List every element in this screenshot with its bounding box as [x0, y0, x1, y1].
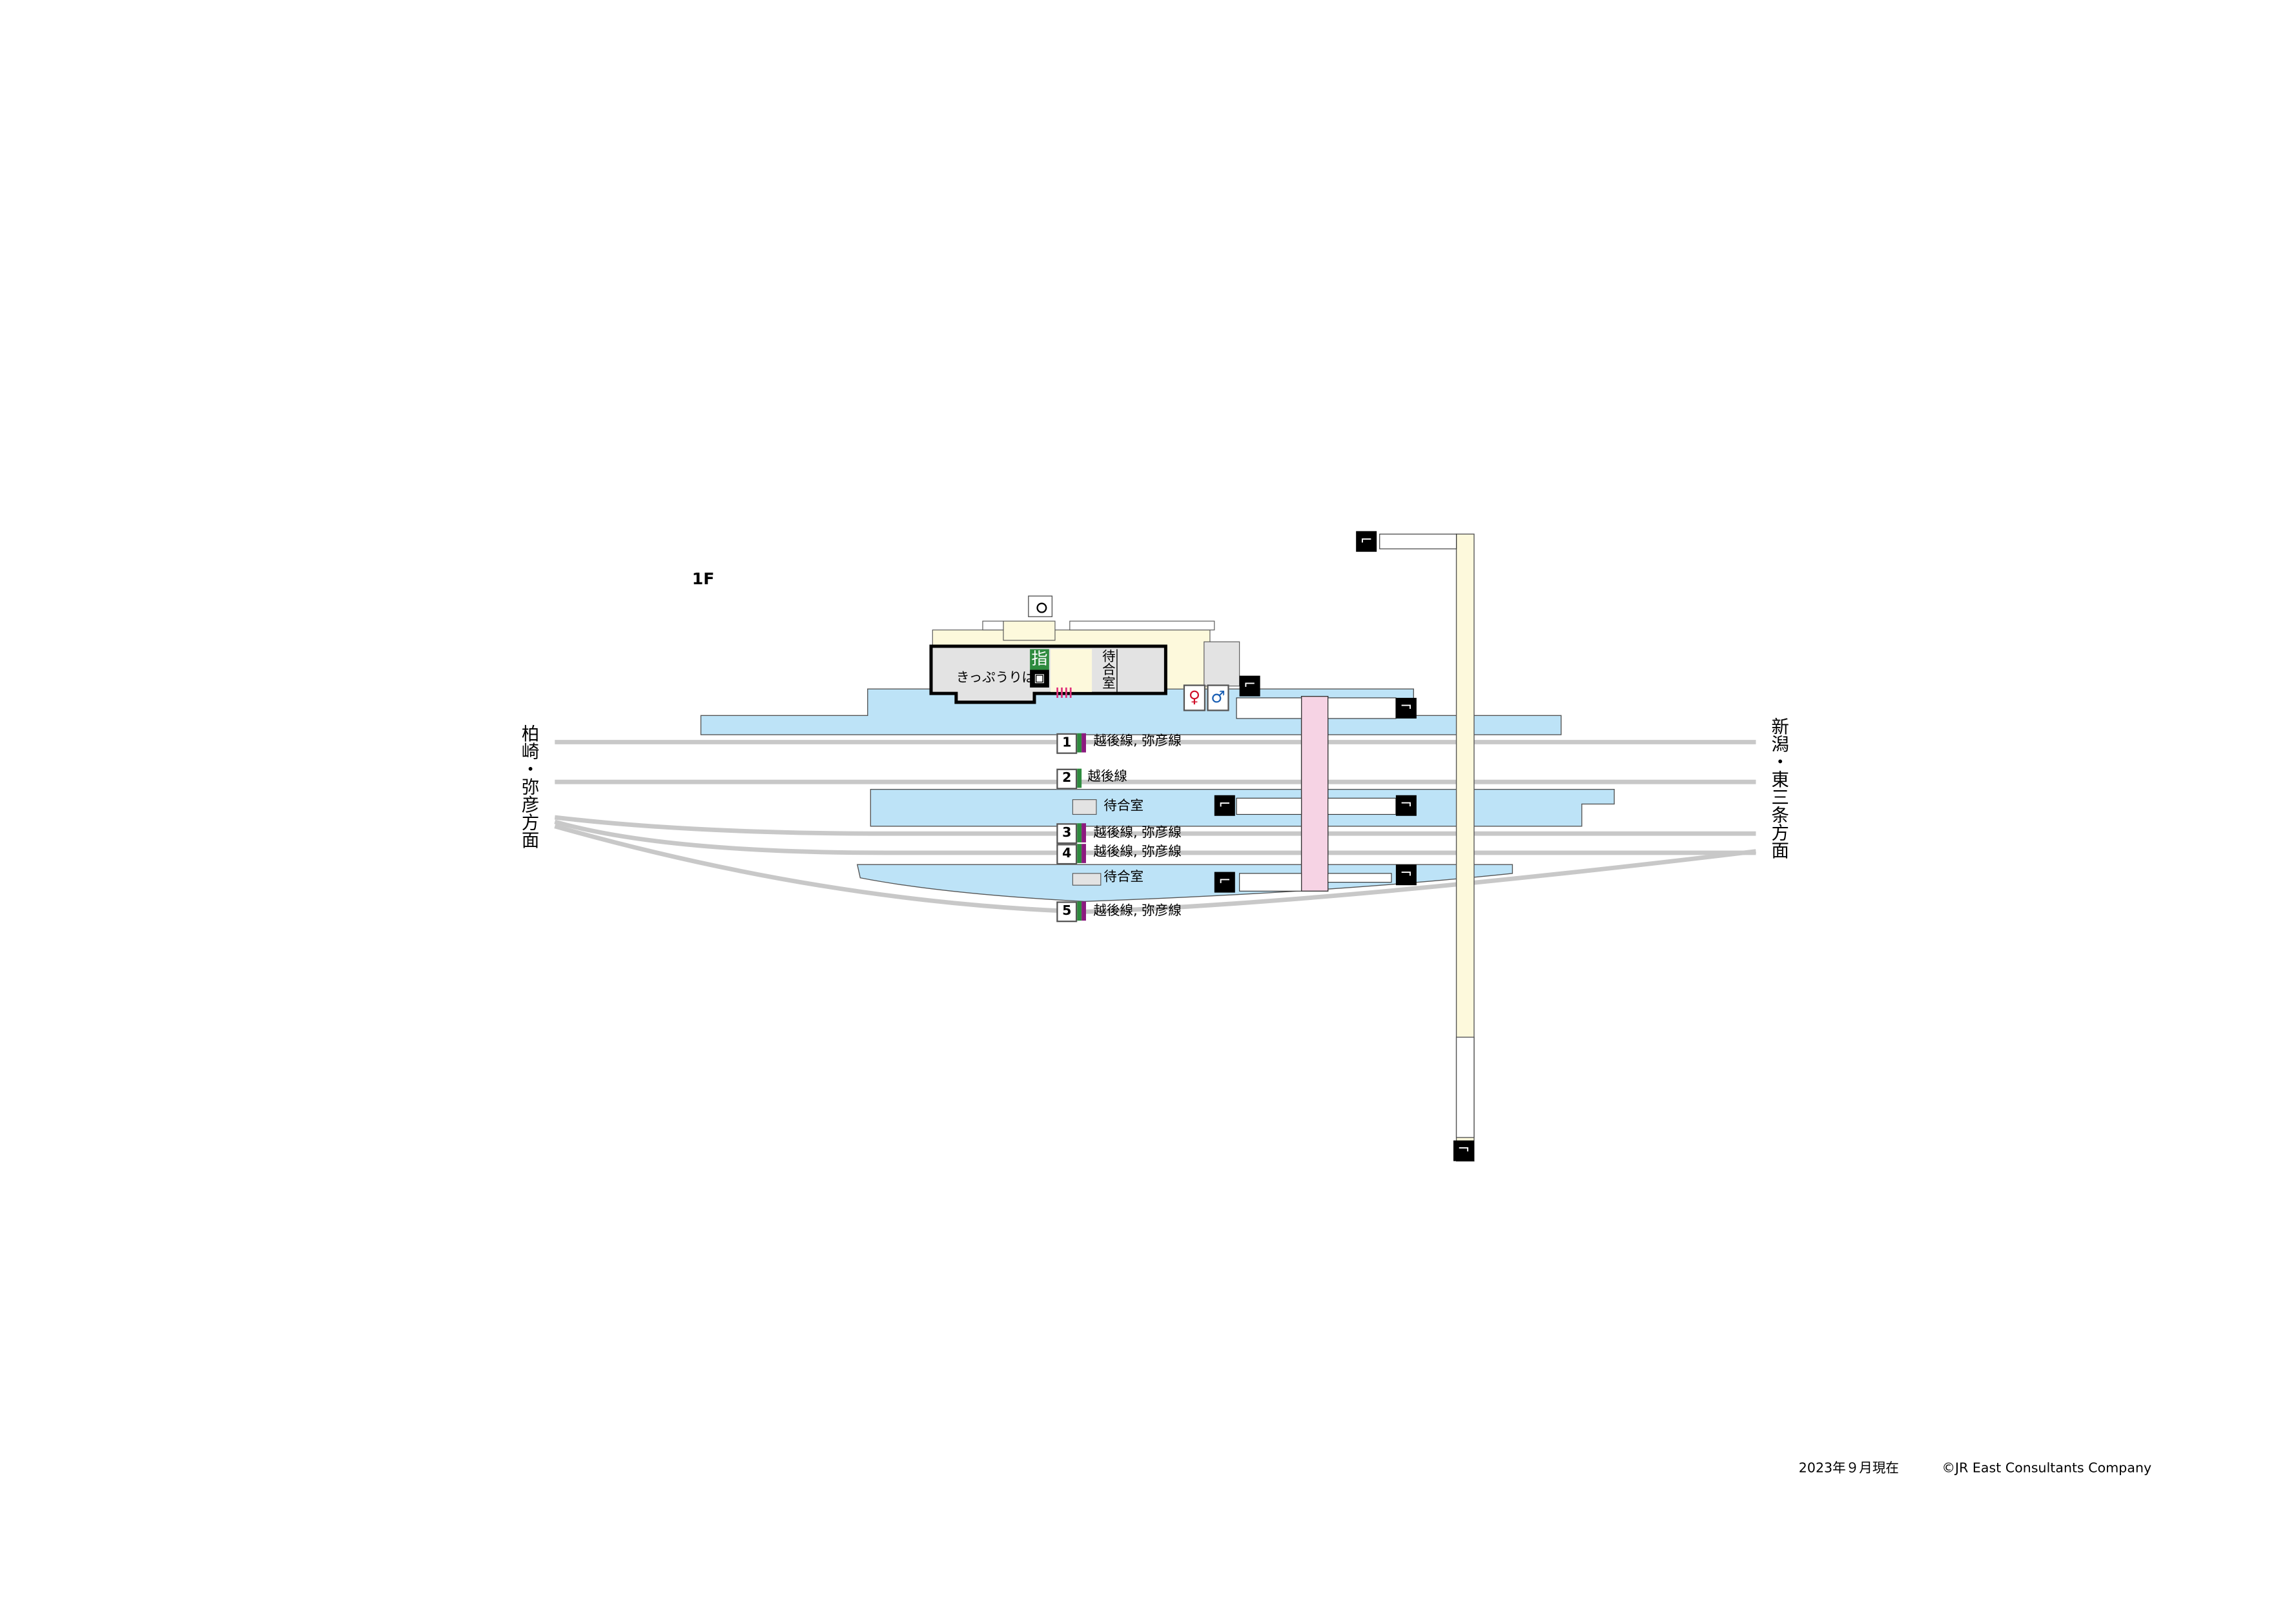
track-5	[554, 824, 1756, 914]
stairs-icon: ¬	[1395, 697, 1417, 719]
stairs-icon: ¬	[1453, 1140, 1475, 1161]
platform-side	[700, 688, 1562, 735]
ticket-gate-icon	[1056, 687, 1072, 698]
platform-number: 3	[1056, 823, 1078, 844]
tracks	[554, 740, 1756, 914]
stairs-icon: ⌐	[1356, 531, 1377, 552]
ramp	[1003, 620, 1056, 641]
track-3	[554, 815, 1756, 836]
stairs-icon: ⌐	[1214, 795, 1235, 816]
waiting-room-box	[1072, 873, 1102, 886]
platform-lines: 越後線, 弥彦線	[1093, 904, 1182, 919]
platform-lines: 越後線, 弥彦線	[1093, 735, 1182, 750]
platform-number: 1	[1056, 733, 1078, 754]
stairs-icon: ¬	[1395, 795, 1417, 816]
stairs-2-left	[1236, 797, 1302, 815]
stairs-icon: ⌐	[1214, 872, 1235, 893]
stairs-1-right	[1327, 697, 1397, 719]
footbridge	[1300, 695, 1329, 892]
waiting-room-label: 待合室	[1103, 799, 1144, 815]
platform-number: 4	[1056, 844, 1078, 865]
platform-lines: 越後線, 弥彦線	[1093, 826, 1182, 841]
station-waiting-room-label: 待合室	[1099, 649, 1114, 689]
waiting-room-box	[1072, 799, 1097, 815]
stairs	[1236, 533, 1457, 892]
stairs-north	[1379, 533, 1457, 549]
corridor-stairs	[1455, 1036, 1475, 1138]
track-4	[554, 819, 1756, 855]
stairs-1-left	[1236, 697, 1302, 719]
direction-left: 柏崎・弥彦方面	[519, 724, 540, 849]
floor-label: 1F	[692, 569, 715, 589]
stairs-2-right	[1327, 797, 1397, 815]
womens-restroom-icon: ♀	[1183, 684, 1206, 711]
stairs-icon: ¬	[1395, 864, 1417, 886]
platform-number: 2	[1056, 768, 1078, 790]
ticket-office-label: きっぷうりば	[956, 671, 1036, 686]
reserved-seat-sign: 指	[1030, 649, 1049, 670]
waiting-room-label: 待合室	[1103, 870, 1144, 886]
steps	[982, 620, 1004, 631]
steps	[1069, 620, 1215, 631]
stairs-3-left	[1239, 873, 1302, 892]
platform-lines: 越後線, 弥彦線	[1093, 845, 1182, 861]
restroom-area	[1204, 641, 1240, 687]
stairs-3-right	[1327, 873, 1392, 883]
footer-date: 2023年９月現在	[1798, 1462, 1899, 1477]
platform-lines: 越後線	[1087, 770, 1128, 785]
stairs-icon: ⌐	[1239, 675, 1260, 697]
direction-right: 新潟・東三条方面	[1769, 717, 1790, 859]
entrance-hall	[1051, 649, 1092, 692]
platform-number: 5	[1056, 901, 1078, 923]
wheelchair-ramp-icon	[1028, 595, 1053, 617]
mens-restroom-icon: ♂	[1207, 684, 1229, 711]
footer-copyright: ©JR East Consultants Company	[1942, 1462, 2152, 1477]
ticket-machine-icon: ▣	[1030, 669, 1049, 688]
